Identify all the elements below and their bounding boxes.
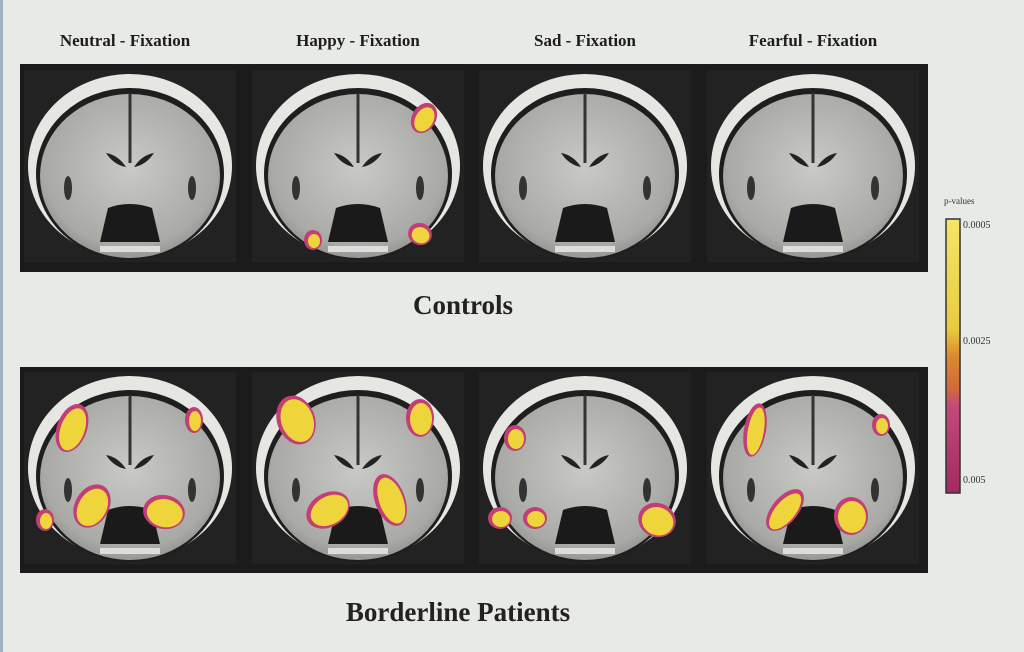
- colorbar-title: p-values: [944, 196, 975, 206]
- colorbar-tick-min: 0.005: [963, 475, 986, 486]
- p-value-colorbar: [945, 218, 961, 494]
- column-title-neutral: Neutral - Fixation: [59, 31, 191, 50]
- brain-slice-controls-4: [707, 70, 919, 262]
- brain-slice-patients-3: [479, 372, 691, 564]
- brain-slice-patients-1: [24, 372, 236, 564]
- brain-slice-patients-4: [707, 372, 919, 564]
- brain-slice-controls-3: [479, 70, 691, 262]
- column-title-happy: Happy - Fixation: [296, 31, 420, 50]
- column-title-fearful: Fearful - Fixation: [748, 31, 878, 50]
- brain-slice-controls-2: [252, 70, 464, 262]
- colorbar-tick-mid: 0.0025: [963, 336, 991, 347]
- brain-slice-controls-1: [24, 70, 236, 262]
- colorbar-tick-max: 0.0005: [963, 220, 991, 231]
- group-label-controls: Controls: [412, 290, 514, 320]
- brain-slice-patients-2: [252, 372, 464, 564]
- group-label-patients: Borderline Patients: [345, 597, 571, 627]
- column-title-sad: Sad - Fixation: [533, 31, 637, 50]
